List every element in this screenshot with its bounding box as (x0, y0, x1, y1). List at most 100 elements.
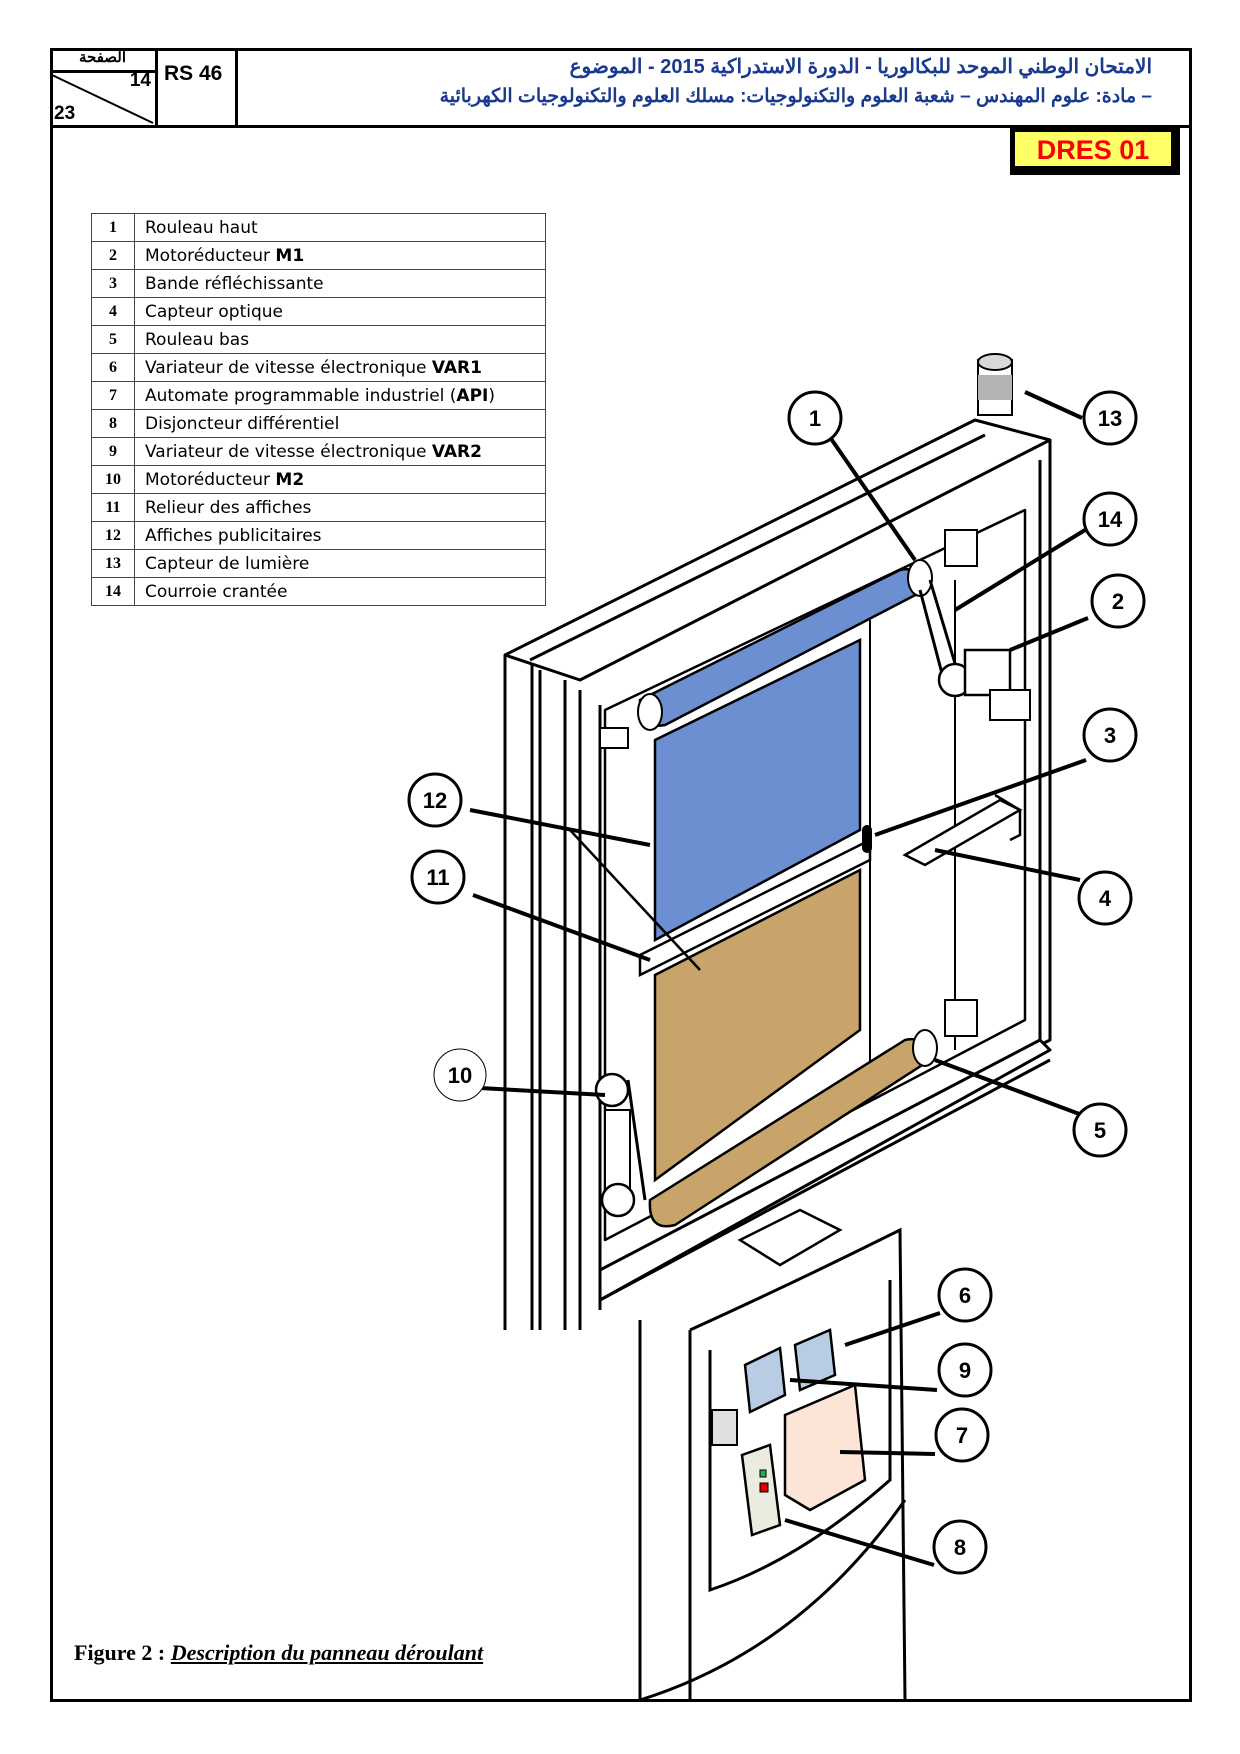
callout-number: 1 (809, 406, 821, 431)
bottom-roller-bearing (944, 999, 978, 1037)
upper-poster (599, 529, 978, 943)
callout-circle (1082, 707, 1138, 763)
m2-pulley-bottom (600, 1182, 636, 1218)
callout-11: 11 (410, 849, 466, 905)
callout-number: 4 (1099, 886, 1112, 911)
figure-caption-prefix: Figure 2 : (74, 1640, 171, 1665)
legend-number: 4 (91, 297, 135, 326)
callout-number: 10 (448, 1063, 472, 1088)
m2-body (604, 1109, 631, 1191)
legend-label: Capteur optique (134, 297, 546, 326)
poster-tan (653, 867, 862, 1183)
page-total: 23 (54, 103, 76, 124)
top-roller-end-right (907, 559, 933, 597)
legend-number: 3 (91, 269, 135, 298)
legend-number: 1 (91, 213, 135, 242)
callout-circle (407, 772, 463, 828)
callout-circle (934, 1407, 990, 1463)
callout-9: 9 (937, 1342, 993, 1398)
bottom-sill-2 (599, 1058, 1051, 1302)
light-sensor (977, 353, 1013, 416)
callout-circle (1082, 491, 1138, 547)
callout-number: 8 (954, 1535, 966, 1560)
callout-number: 5 (1094, 1118, 1106, 1143)
callout-circle (1090, 573, 1146, 629)
page-label: الصفحة (50, 48, 155, 73)
exam-header: الصفحة 14 23 RS 46 الامتحان الوطني الموح… (50, 48, 1192, 128)
callout-6: 6 (937, 1267, 993, 1323)
figure-caption: Figure 2 : Description du panneau déroul… (74, 1640, 483, 1666)
page-frame (50, 48, 1192, 1702)
legend-label: Courroie crantée (134, 577, 546, 606)
callout-arrows (469, 390, 1089, 1567)
motor-m1 (918, 579, 1031, 721)
callout-2: 2 (1090, 573, 1146, 629)
legend-label: Variateur de vitesse électronique VAR1 (134, 353, 546, 382)
variator-var1-box (793, 1328, 837, 1392)
callout-circle (932, 1519, 988, 1575)
callout-12: 12 (407, 772, 463, 828)
pedestal (638, 1227, 907, 1702)
callout-1: 1 (787, 390, 843, 446)
bottom-sill (598, 1038, 1052, 1302)
top-roller-bearing-left (599, 727, 629, 749)
document-ref-label: DRES 01 (1014, 131, 1172, 167)
callout-4: 4 (1077, 870, 1133, 926)
page-number: 14 (129, 70, 151, 91)
callout-circle (937, 1342, 993, 1398)
poster-blue (653, 637, 862, 943)
legend-label: Automate programmable industriel (API) (134, 381, 546, 410)
callout-number: 2 (1112, 589, 1124, 614)
frame-top-inner (529, 433, 986, 662)
legend-label: Rouleau haut (134, 213, 546, 242)
breaker-red-button (759, 1482, 769, 1493)
legend-label: Bande réfléchissante (134, 269, 546, 298)
m1-mount (989, 689, 1031, 721)
m1-body (963, 648, 1012, 697)
callout-circle (937, 1267, 993, 1323)
callout-number: 14 (1098, 507, 1123, 532)
callout-number: 6 (959, 1283, 971, 1308)
legend-label: Motoréducteur M2 (134, 465, 546, 494)
callout-circle (1077, 870, 1133, 926)
callout-number: 12 (423, 788, 447, 813)
callout-7: 7 (934, 1407, 990, 1463)
exam-title-line2: – مادة: علوم المهندس – شعبة العلوم والتك… (439, 86, 1152, 107)
bottom-roller-end (912, 1029, 938, 1067)
legend-label: Capteur de lumière (134, 549, 546, 578)
callout-number: 11 (426, 865, 449, 890)
reflective-band (862, 825, 872, 853)
callout-number: 13 (1098, 406, 1122, 431)
callout-circle (410, 849, 466, 905)
callout-10: 10 (433, 1048, 487, 1102)
legend-number: 14 (91, 577, 135, 606)
exam-code: RS 46 (158, 48, 238, 125)
callout-circle (433, 1048, 487, 1102)
sensor-bracket (994, 793, 1022, 842)
callout-number: 7 (956, 1423, 968, 1448)
breaker-green-button (759, 1469, 767, 1478)
legend-label: Relieur des affiches (134, 493, 546, 522)
callout-circle (1072, 1102, 1128, 1158)
legend-label: Motoréducteur M1 (134, 241, 546, 270)
cabinet-components (711, 1328, 867, 1537)
relay-box (711, 1409, 738, 1446)
page-box-diagonal (51, 74, 154, 124)
legend-label: Disjoncteur différentiel (134, 409, 546, 438)
callout-14: 14 (1082, 491, 1138, 547)
legend-number: 10 (91, 465, 135, 494)
callout-3: 3 (1082, 707, 1138, 763)
callout-5: 5 (1072, 1102, 1128, 1158)
page-number-box: الصفحة 14 23 (50, 48, 158, 125)
exam-title-line1: الامتحان الوطني الموحد للبكالوريا - الدو… (569, 56, 1152, 78)
cable-trough (737, 1208, 843, 1267)
callout-number: 9 (959, 1358, 971, 1383)
